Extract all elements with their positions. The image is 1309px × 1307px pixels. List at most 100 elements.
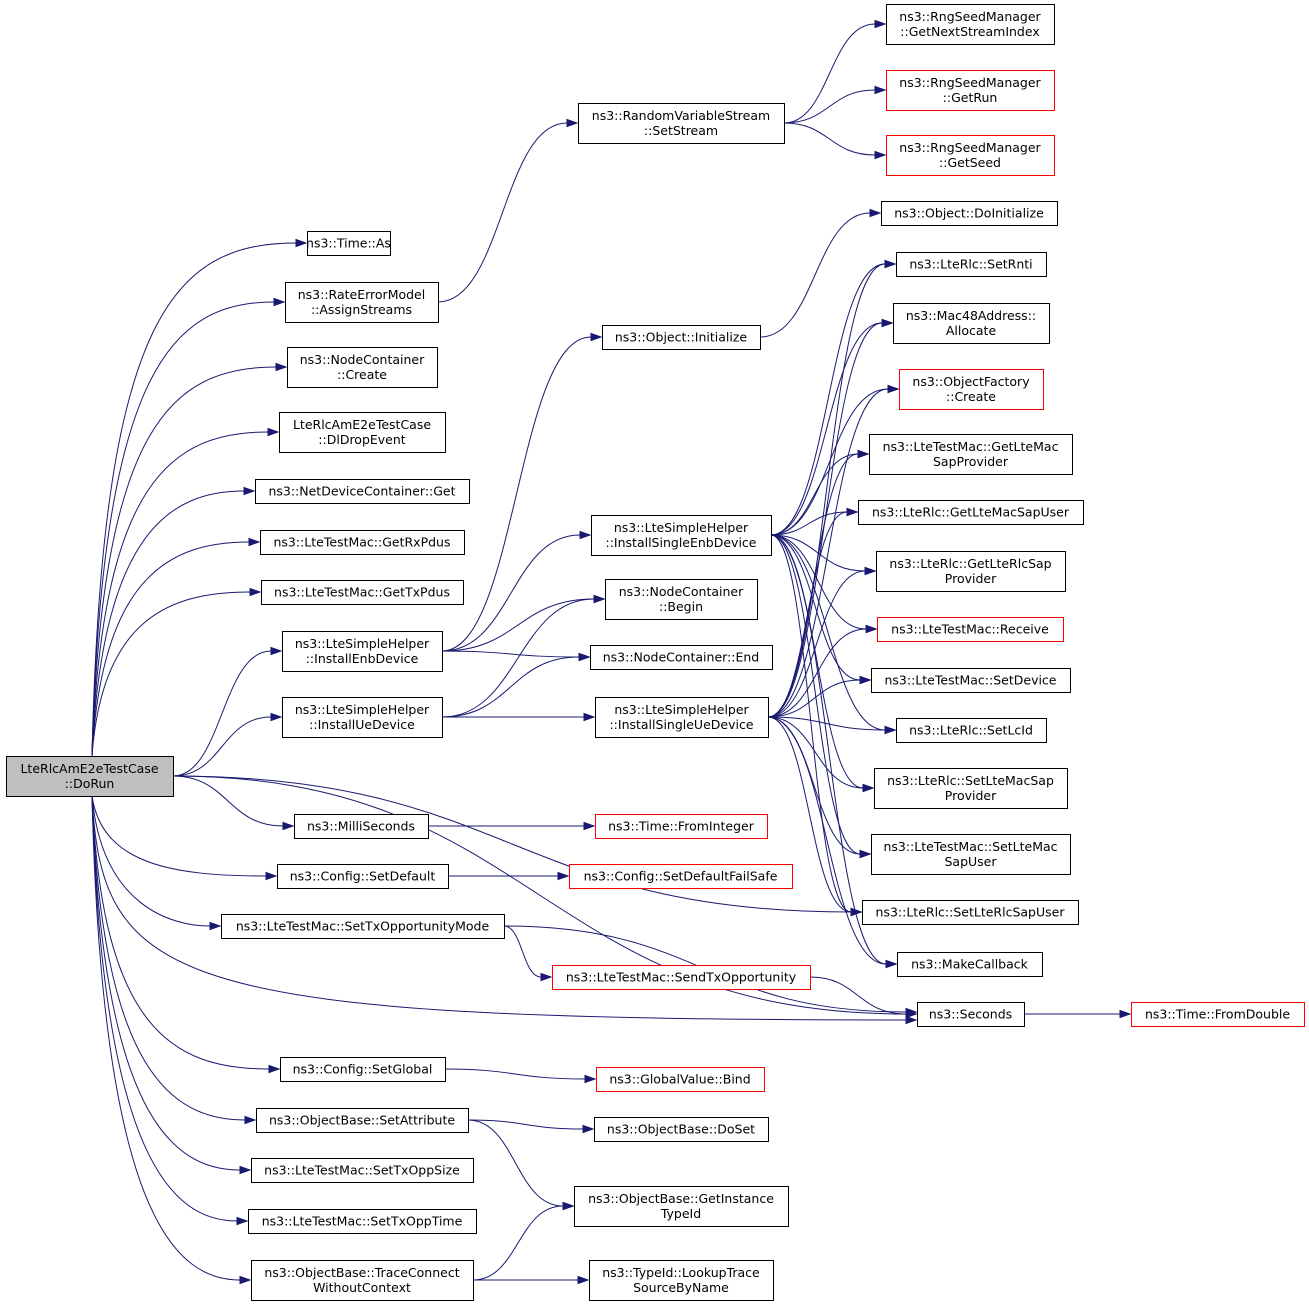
edge-arrowhead	[557, 871, 570, 881]
graph-node-fromInt[interactable]: ns3::Time::FromInteger	[595, 814, 768, 839]
node-box	[1131, 1002, 1305, 1027]
node-label: ns3::TypeId::LookupTrace	[602, 1265, 760, 1280]
node-label: ns3::RateErrorModel	[298, 287, 425, 302]
graph-node-macAlloc[interactable]: ns3::Mac48Address::Allocate	[893, 303, 1050, 344]
node-label: ::Begin	[659, 599, 703, 614]
graph-node-cfgGlobal[interactable]: ns3::Config::SetGlobal	[280, 1057, 446, 1082]
graph-node-ncCreate[interactable]: ns3::NodeContainer::Create	[287, 347, 438, 388]
graph-node-instEnb[interactable]: ns3::LteSimpleHelper::InstallEnbDevice	[282, 631, 443, 672]
graph-node-txOppSize[interactable]: ns3::LteTestMac::SetTxOppSize	[251, 1158, 474, 1183]
graph-node-sendTxOpp[interactable]: ns3::LteTestMac::SendTxOpportunity	[552, 965, 811, 990]
graph-node-cfgFailSafe[interactable]: ns3::Config::SetDefaultFailSafe	[569, 864, 793, 889]
graph-node-instSingleUe[interactable]: ns3::LteSimpleHelper::InstallSingleUeDev…	[595, 697, 769, 738]
graph-node-milli[interactable]: ns3::MilliSeconds	[294, 814, 429, 839]
node-label: ns3::LteSimpleHelper	[614, 520, 749, 535]
node-label: ns3::Mac48Address::	[906, 308, 1036, 323]
edge-arrowhead	[859, 849, 872, 859]
edge-line	[503, 925, 542, 978]
edge-line	[783, 122, 876, 156]
graph-edge-instSingleUe-rlcSetMacSapProv	[767, 716, 875, 793]
graph-edge-instSingleUe-rlcSetRlcSapUser	[767, 716, 863, 917]
graph-node-macSetDevice[interactable]: ns3::LteTestMac::SetDevice	[871, 668, 1071, 693]
node-label: Provider	[945, 788, 997, 803]
graph-node-ofCreate[interactable]: ns3::ObjectFactory::Create	[899, 369, 1044, 410]
node-box	[896, 718, 1047, 743]
graph-node-instSingleEnb[interactable]: ns3::LteSimpleHelper::InstallSingleEnbDe…	[591, 515, 772, 556]
graph-node-setAttr[interactable]: ns3::ObjectBase::SetAttribute	[256, 1108, 469, 1133]
graph-edge-root-txOppSize	[91, 795, 252, 1175]
node-box	[256, 1108, 469, 1133]
graph-edge-instUe-ncEnd	[441, 652, 591, 718]
graph-node-objInit[interactable]: ns3::Object::Initialize	[602, 325, 761, 350]
node-box	[858, 500, 1084, 525]
graph-edge-sendTxOpp-seconds	[809, 976, 918, 1019]
node-label: ::DoRun	[65, 776, 115, 791]
graph-node-rlcSetRnti[interactable]: ns3::LteRlc::SetRnti	[896, 252, 1047, 277]
edge-line	[91, 795, 270, 1070]
node-box	[277, 864, 449, 889]
node-box	[869, 434, 1073, 475]
graph-node-instUe[interactable]: ns3::LteSimpleHelper::InstallUeDevice	[282, 697, 443, 738]
graph-node-rngSeed[interactable]: ns3::RngSeedManager::GetSeed	[886, 135, 1055, 176]
graph-node-rateErr[interactable]: ns3::RateErrorModel::AssignStreams	[285, 282, 439, 323]
graph-node-rvsSet[interactable]: ns3::RandomVariableStream::SetStream	[578, 103, 785, 144]
node-label: ns3::NodeContainer	[300, 352, 425, 367]
graph-node-rlcSetRlcSapUser[interactable]: ns3::LteRlc::SetLteRlcSapUser	[862, 900, 1079, 925]
graph-node-getRx[interactable]: ns3::LteTestMac::GetRxPdus	[260, 530, 465, 555]
graph-node-obDoSet[interactable]: ns3::ObjectBase::DoSet	[594, 1117, 769, 1142]
node-box	[897, 952, 1043, 977]
graph-node-ncEnd[interactable]: ns3::NodeContainer::End	[590, 645, 773, 670]
node-box	[862, 900, 1079, 925]
graph-node-dlDrop[interactable]: LteRlcAmE2eTestCase::DlDropEvent	[279, 412, 446, 453]
node-label: ns3::Object::Initialize	[615, 330, 748, 345]
edge-arrowhead	[270, 646, 283, 656]
graph-node-rlcSetLcid[interactable]: ns3::LteRlc::SetLcId	[896, 718, 1047, 743]
node-label: ns3::LteRlc::GetLteRlcSap	[889, 556, 1051, 571]
graph-node-macReceive[interactable]: ns3::LteTestMac::Receive	[877, 617, 1064, 642]
edge-arrowhead	[566, 118, 579, 128]
graph-node-cfgDefault[interactable]: ns3::Config::SetDefault	[277, 864, 449, 889]
graph-node-txOppMode[interactable]: ns3::LteTestMac::SetTxOpportunityMode	[221, 914, 505, 939]
graph-node-gvBind[interactable]: ns3::GlobalValue::Bind	[596, 1067, 765, 1092]
node-box	[248, 1209, 477, 1234]
edge-line	[91, 795, 241, 1171]
graph-edge-txOppMode-sendTxOpp	[503, 925, 553, 982]
edge-line	[91, 541, 250, 757]
node-label: SapProvider	[933, 454, 1009, 469]
graph-node-rngRun[interactable]: ns3::RngSeedManager::GetRun	[886, 70, 1055, 111]
node-box	[307, 231, 391, 256]
edge-arrowhead	[869, 208, 882, 218]
graph-node-ndcGet[interactable]: ns3::NetDeviceContainer::Get	[255, 479, 470, 504]
graph-edge-root-milli	[172, 775, 295, 831]
graph-node-traceConn[interactable]: ns3::ObjectBase::TraceConnectWithoutCont…	[251, 1260, 474, 1301]
graph-node-getTx[interactable]: ns3::LteTestMac::GetTxPdus	[261, 580, 464, 605]
node-label: ns3::LteSimpleHelper	[614, 702, 749, 717]
graph-node-ncBegin[interactable]: ns3::NodeContainer::Begin	[605, 579, 758, 620]
node-box	[574, 1186, 789, 1227]
graph-node-root[interactable]: LteRlcAmE2eTestCase::DoRun	[6, 756, 174, 797]
edge-line	[91, 366, 277, 757]
graph-edge-rvsSet-rngSeed	[783, 122, 887, 160]
node-box	[917, 1002, 1025, 1027]
edge-line	[770, 534, 867, 630]
node-box	[602, 325, 761, 350]
graph-node-fromDouble[interactable]: ns3::Time::FromDouble	[1131, 1002, 1305, 1027]
edge-arrowhead	[239, 1165, 252, 1175]
graph-node-timeAs[interactable]: ns3::Time::As	[306, 231, 391, 256]
graph-node-txOppTime[interactable]: ns3::LteTestMac::SetTxOppTime	[248, 1209, 477, 1234]
graph-node-makeCb[interactable]: ns3::MakeCallback	[897, 952, 1043, 977]
graph-node-rngNext[interactable]: ns3::RngSeedManager::GetNextStreamIndex	[886, 4, 1055, 45]
graph-node-getMacSapUser[interactable]: ns3::LteRlc::GetLteMacSapUser	[858, 500, 1084, 525]
graph-node-seconds[interactable]: ns3::Seconds	[917, 1002, 1025, 1027]
graph-edge-objInit-objDoInit	[759, 208, 882, 338]
graph-node-objDoInit[interactable]: ns3::Object::DoInitialize	[881, 201, 1058, 226]
edge-line	[91, 795, 241, 1281]
edge-arrowhead	[239, 1275, 252, 1285]
graph-edge-instSingleUe-ofCreate	[767, 384, 900, 718]
